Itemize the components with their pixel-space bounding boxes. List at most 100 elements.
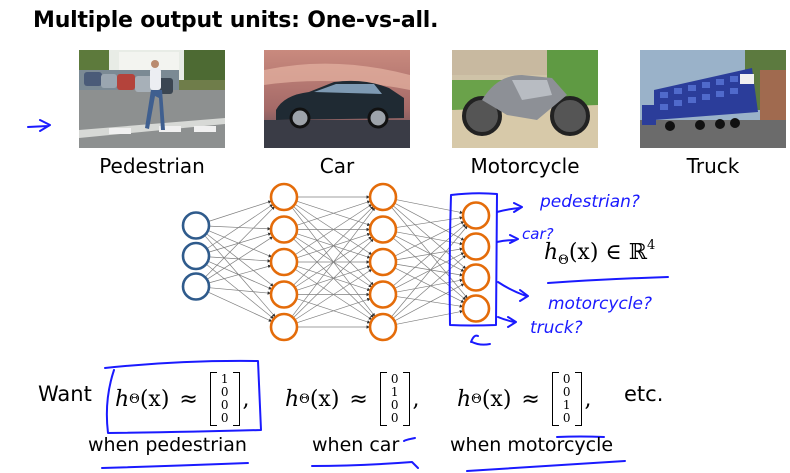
- annotation-pedestrian: pedestrian?: [540, 192, 640, 212]
- annotation-car: car?: [522, 225, 554, 243]
- network-edge: [392, 254, 467, 319]
- network-edge: [296, 297, 371, 324]
- network-nodes: [181, 182, 491, 342]
- network-edge: [294, 268, 373, 321]
- etc-label: etc.: [624, 382, 664, 406]
- class-label-truck: Truck: [686, 154, 740, 178]
- input-unit: [181, 211, 211, 240]
- network-edge: [207, 260, 273, 290]
- underline-car-vector: [403, 437, 416, 442]
- arrow-pedestrian-icon: [496, 202, 523, 213]
- network-edge: [391, 206, 468, 299]
- motorcycle-photo: [452, 50, 598, 148]
- network-edge: [395, 199, 464, 214]
- underline-when-car: [311, 461, 419, 469]
- network-edge: [392, 223, 467, 287]
- network-edge: [204, 235, 276, 318]
- network-edge: [392, 205, 467, 270]
- network-edge: [394, 235, 465, 272]
- output-box: [448, 192, 498, 327]
- network-edge: [208, 264, 272, 284]
- truck-photo: [640, 50, 786, 148]
- network-edge: [395, 310, 464, 325]
- network-edge: [208, 225, 272, 231]
- network-edge: [205, 263, 275, 320]
- hidden-2-unit: [368, 280, 398, 309]
- network-edge: [204, 206, 276, 278]
- network-edge: [296, 200, 371, 226]
- network-edge: [391, 225, 468, 318]
- network-edge: [394, 252, 465, 289]
- underline-when-pedestrian: [101, 462, 249, 469]
- network-edge: [394, 267, 465, 303]
- output-space-formula: hΘ(x) ∈ ℝ4: [544, 238, 656, 268]
- class-label-motorcycle: Motorcycle: [470, 154, 580, 178]
- output-unit: [461, 263, 491, 292]
- network-edge: [394, 283, 465, 322]
- car-photo: [264, 50, 410, 148]
- network-edge: [395, 231, 464, 246]
- input-arrow-icon: [27, 119, 51, 132]
- class-label-pedestrian: Pedestrian: [99, 154, 205, 178]
- want-label: Want: [38, 382, 92, 406]
- network-edge: [395, 278, 464, 293]
- hidden-1-unit: [269, 215, 299, 244]
- pedestrian-photo: [79, 50, 225, 148]
- network-edge: [293, 238, 374, 319]
- network-edge: [206, 203, 274, 250]
- when-motorcycle: when motorcycle: [450, 434, 614, 456]
- when-car: when car: [312, 434, 400, 456]
- input-unit: [181, 241, 211, 271]
- hidden-2-unit: [368, 182, 398, 212]
- output-unit: [461, 201, 491, 230]
- arrow-truck-icon: [497, 316, 517, 328]
- network-edge: [394, 202, 465, 241]
- network-edge: [208, 232, 272, 253]
- network-edge: [207, 291, 273, 322]
- hidden-2-unit: [368, 312, 398, 342]
- network-edge: [208, 256, 272, 263]
- network-edge: [395, 296, 464, 308]
- network-edge: [392, 237, 467, 301]
- network-edge: [293, 205, 374, 286]
- hidden-2-unit: [368, 215, 398, 244]
- hidden-2-unit: [368, 247, 398, 277]
- network-edge: [208, 287, 272, 295]
- output-unit: [461, 294, 491, 323]
- network-edge: [207, 230, 273, 258]
- network-edge: [395, 263, 464, 277]
- network-edge: [395, 247, 464, 261]
- network-edge: [206, 236, 274, 280]
- hidden-1-unit: [269, 247, 299, 277]
- network-edge: [291, 207, 376, 317]
- annotation-motorcycle: motorcycle?: [548, 294, 652, 314]
- network-edge: [208, 200, 272, 222]
- arrow-car-icon: [496, 234, 519, 244]
- annotation-truck: truck?: [530, 318, 583, 338]
- network-edge: [394, 221, 465, 257]
- network-edge: [395, 216, 464, 228]
- box-first-equation: [104, 359, 262, 434]
- hidden-1-unit: [269, 312, 299, 342]
- network-edges: [204, 195, 468, 329]
- underline-when-motorcycle: [466, 460, 626, 472]
- arrow-motorcycle-icon: [497, 281, 529, 302]
- output-box-hook-icon: [470, 334, 491, 346]
- network-edge: [294, 203, 373, 256]
- hidden-1-unit: [269, 182, 299, 212]
- class-label-car: Car: [319, 154, 355, 178]
- output-unit: [461, 232, 491, 261]
- hidden-1-unit: [269, 280, 299, 309]
- when-pedestrian: when pedestrian: [88, 434, 247, 456]
- slide-title: Multiple output units: One-vs-all.: [33, 8, 439, 33]
- underline-output-space: [547, 276, 669, 284]
- network-edge: [206, 233, 274, 287]
- underline-motorcycle-vector: [556, 435, 605, 438]
- input-unit: [181, 272, 211, 301]
